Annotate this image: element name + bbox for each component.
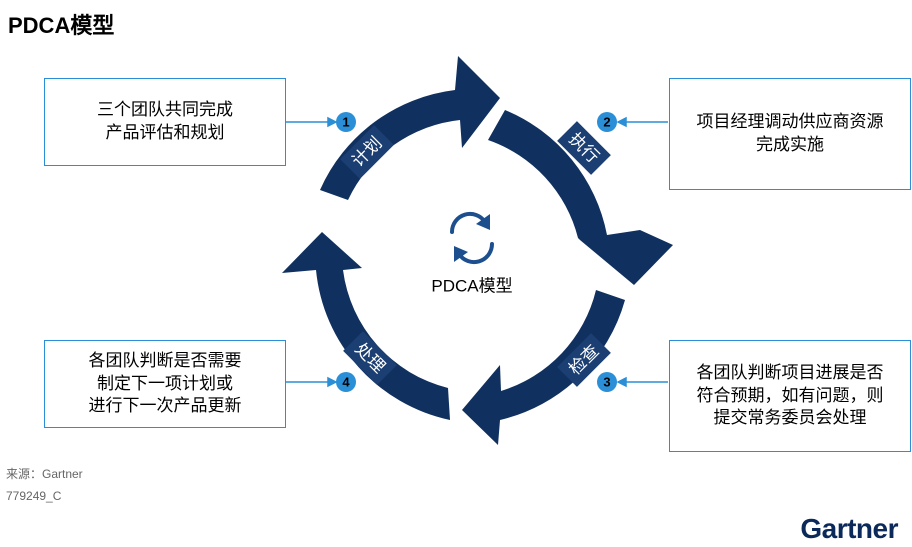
stage-1-line-1: 三个团队共同完成 (97, 100, 233, 120)
badge-1-number: 1 (342, 115, 349, 130)
badge-4-number: 4 (342, 375, 350, 390)
badge-2 (597, 112, 617, 132)
badge-4 (336, 372, 356, 392)
badge-3-number: 3 (603, 375, 610, 390)
cycle-arrow-check (462, 290, 625, 445)
badge-3 (597, 372, 617, 392)
stage-3-line-1: 各团队判断项目进展是否 (696, 362, 884, 382)
stage-1-description-box: 三个团队共同完成 产品评估和规划 (44, 78, 286, 166)
document-code: 779249_C (6, 489, 62, 503)
stage-2-description-box: 项目经理调动供应商资源 完成实施 (669, 78, 911, 190)
stage-3-line-2: 符合预期，如有问题，则 (696, 385, 884, 405)
connector-3-arrowhead (616, 376, 627, 388)
refresh-icon (449, 211, 495, 265)
stage-2-line-2: 完成实施 (756, 135, 824, 154)
stage-3-line-3: 提交常务委员会处理 (713, 408, 867, 428)
connector-1-arrowhead (327, 116, 338, 128)
stage-4-line-1: 各团队判断是否需要 (88, 350, 242, 370)
stage-label-group-4 (343, 331, 397, 385)
stage-4-description-box: 各团队判断是否需要 制定下一项计划或 进行下一次产品更新 (44, 340, 286, 428)
connector-2-arrowhead (616, 116, 627, 128)
page-title: PDCA模型 (8, 13, 115, 38)
source-note: 来源：Gartner (6, 467, 83, 481)
badge-2-number: 2 (603, 115, 610, 130)
cycle-arrow-act (282, 232, 450, 420)
connector-4-arrowhead (327, 376, 338, 388)
stage-label-group-2 (557, 121, 611, 175)
badge-1 (336, 112, 356, 132)
center-label: PDCA模型 (431, 277, 512, 296)
stage-label-group-1 (340, 125, 394, 179)
stage-label-group-3 (557, 333, 611, 387)
stage-2-line-1: 项目经理调动供应商资源 (696, 112, 884, 132)
stage-1-line-2: 产品评估和规划 (105, 123, 225, 142)
stage-3-description-box: 各团队判断项目进展是否 符合预期，如有问题，则 提交常务委员会处理 (669, 340, 911, 452)
stage-4-line-2: 制定下一项计划或 (97, 373, 233, 393)
stage-4-line-3: 进行下一次产品更新 (88, 396, 242, 416)
gartner-logo: Gartner (800, 513, 898, 544)
cycle-arrow-do (488, 110, 673, 285)
